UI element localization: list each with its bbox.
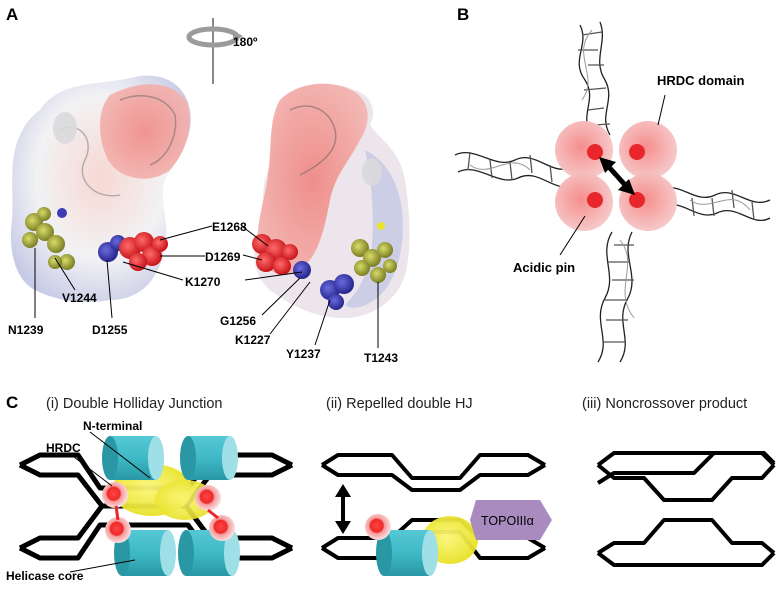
caption-i: (i) Double Holliday Junction <box>46 396 223 412</box>
caption-ii: (ii) Repelled double HJ <box>326 396 473 412</box>
acidic-pin <box>629 144 645 160</box>
leader-lines-a <box>34 225 379 348</box>
diagram-double-hj: N-terminal HRDC Helicase core <box>6 419 294 583</box>
rotation-arrow-icon <box>186 18 243 84</box>
label-k1270: K1270 <box>185 275 221 289</box>
acidic-cluster-left <box>119 232 168 271</box>
hydrophobic-cluster-right <box>351 239 397 283</box>
helicase-cylinder <box>376 530 438 576</box>
molecule-surface-left <box>10 75 191 302</box>
panel-a-letter: A <box>6 5 18 24</box>
acidic-cluster-right <box>252 234 298 275</box>
label-n-terminal: N-terminal <box>83 419 142 433</box>
repulsion-arrow-icon <box>599 157 635 195</box>
diagram-repelled-hj: TOPOIIIα <box>320 453 552 576</box>
label-g1256: G1256 <box>220 314 256 328</box>
panel-b-letter: B <box>457 5 469 24</box>
label-n1239: N1239 <box>8 323 44 337</box>
leader-hrdc <box>657 94 666 126</box>
diagram-noncrossover <box>596 451 776 567</box>
helicase-cylinder <box>180 436 238 480</box>
label-t1243: T1243 <box>364 351 398 365</box>
hrdc-domain <box>619 121 677 179</box>
topo-shape <box>470 500 552 540</box>
leader-pin <box>559 215 586 256</box>
hydrophobic-cluster-left <box>22 207 75 270</box>
panel-c-letter: C <box>6 393 18 412</box>
acidic-pin <box>629 192 645 208</box>
label-d1255: D1255 <box>92 323 128 337</box>
hrdc-domains <box>555 121 677 231</box>
panel-b: B <box>454 5 771 363</box>
hrdc-sphere <box>195 485 221 511</box>
acidic-pin <box>587 192 603 208</box>
label-e1268: E1268 <box>212 220 247 234</box>
vertical-double-arrow-icon <box>335 484 351 534</box>
label-topo: TOPOIIIα <box>481 514 534 528</box>
rotation-label: 180º <box>233 35 258 49</box>
hrdc-sphere <box>102 482 128 508</box>
panel-a: A 180º <box>6 5 410 365</box>
label-d1269: D1269 <box>205 250 241 264</box>
molecule-surface-right <box>252 83 410 319</box>
label-hrdc: HRDC <box>46 441 81 455</box>
hrdc-domain <box>555 173 613 231</box>
hrdc-sphere <box>209 515 235 541</box>
acidic-pin <box>587 144 603 160</box>
label-y1237: Y1237 <box>286 347 321 361</box>
label-hrdc-domain: HRDC domain <box>657 73 744 88</box>
label-acidic-pin: Acidic pin <box>513 260 575 275</box>
dna-arms <box>454 21 771 363</box>
hrdc-domain <box>619 173 677 231</box>
helicase-cylinder <box>102 436 164 480</box>
hrdc-sphere <box>365 514 391 540</box>
label-v1244: V1244 <box>62 291 97 305</box>
panel-c: C (i) Double Holliday Junction (ii) Repe… <box>6 393 776 583</box>
label-k1227: K1227 <box>235 333 271 347</box>
dna-arms-gray <box>469 29 751 319</box>
caption-iii: (iii) Noncrossover product <box>582 396 747 412</box>
label-helicase-core: Helicase core <box>6 569 84 583</box>
hrdc-sphere <box>105 517 131 543</box>
hrdc-domain <box>555 121 613 179</box>
